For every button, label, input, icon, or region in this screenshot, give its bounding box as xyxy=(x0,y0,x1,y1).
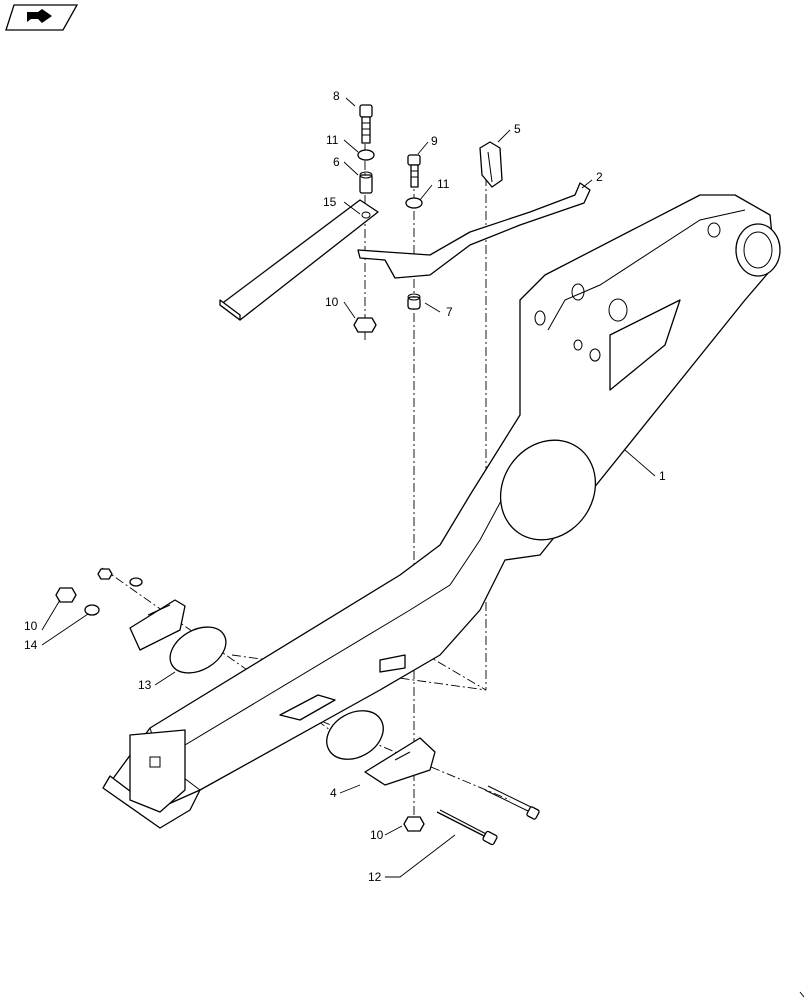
callout-7: 7 xyxy=(446,305,453,319)
nut-10-left xyxy=(55,587,77,603)
corner-mark xyxy=(799,991,805,998)
washer-11-right xyxy=(405,197,423,209)
callout-10-left: 10 xyxy=(24,619,38,633)
clamp-plate-13 xyxy=(129,599,227,674)
callout-6: 6 xyxy=(333,155,340,169)
callout-14: 14 xyxy=(24,638,38,652)
bolt-8 xyxy=(359,104,373,144)
main-boom-arm xyxy=(102,194,781,829)
callout-9: 9 xyxy=(431,134,438,148)
callout-13: 13 xyxy=(138,678,152,692)
clamp-plate-4 xyxy=(326,710,436,786)
callout-5: 5 xyxy=(514,122,521,136)
previous-page-arrow-icon[interactable] xyxy=(5,4,79,31)
callout-12: 12 xyxy=(368,870,382,884)
bushing-7 xyxy=(407,293,421,310)
leader-lines xyxy=(41,97,656,878)
callout-10-upper: 10 xyxy=(325,295,339,309)
callout-10-lower: 10 xyxy=(370,828,384,842)
nut-10-lower xyxy=(403,816,425,832)
square-bar xyxy=(219,199,379,321)
nut-10-upper xyxy=(353,317,377,333)
callout-4: 4 xyxy=(330,786,337,800)
long-bolt-12 xyxy=(436,809,498,846)
callout-labels: 1 2 4 5 6 7 8 9 10 10 10 11 11 12 13 14 … xyxy=(24,89,666,884)
lynch-pin-5 xyxy=(479,141,503,188)
nut-10-left-small xyxy=(97,568,113,580)
washer-14 xyxy=(84,604,100,616)
spacer-6 xyxy=(359,171,373,194)
washer-11-upper xyxy=(357,149,375,161)
callout-11-upper: 11 xyxy=(326,133,339,147)
bolt-9 xyxy=(407,154,421,188)
callout-11-right: 11 xyxy=(437,177,450,191)
callout-15: 15 xyxy=(323,195,337,209)
bracket-plate xyxy=(357,182,591,279)
washer-14-small xyxy=(129,577,143,587)
callout-1: 1 xyxy=(659,469,666,483)
threaded-bolt xyxy=(484,785,540,820)
callout-8: 8 xyxy=(333,89,340,103)
callout-2: 2 xyxy=(596,170,603,184)
